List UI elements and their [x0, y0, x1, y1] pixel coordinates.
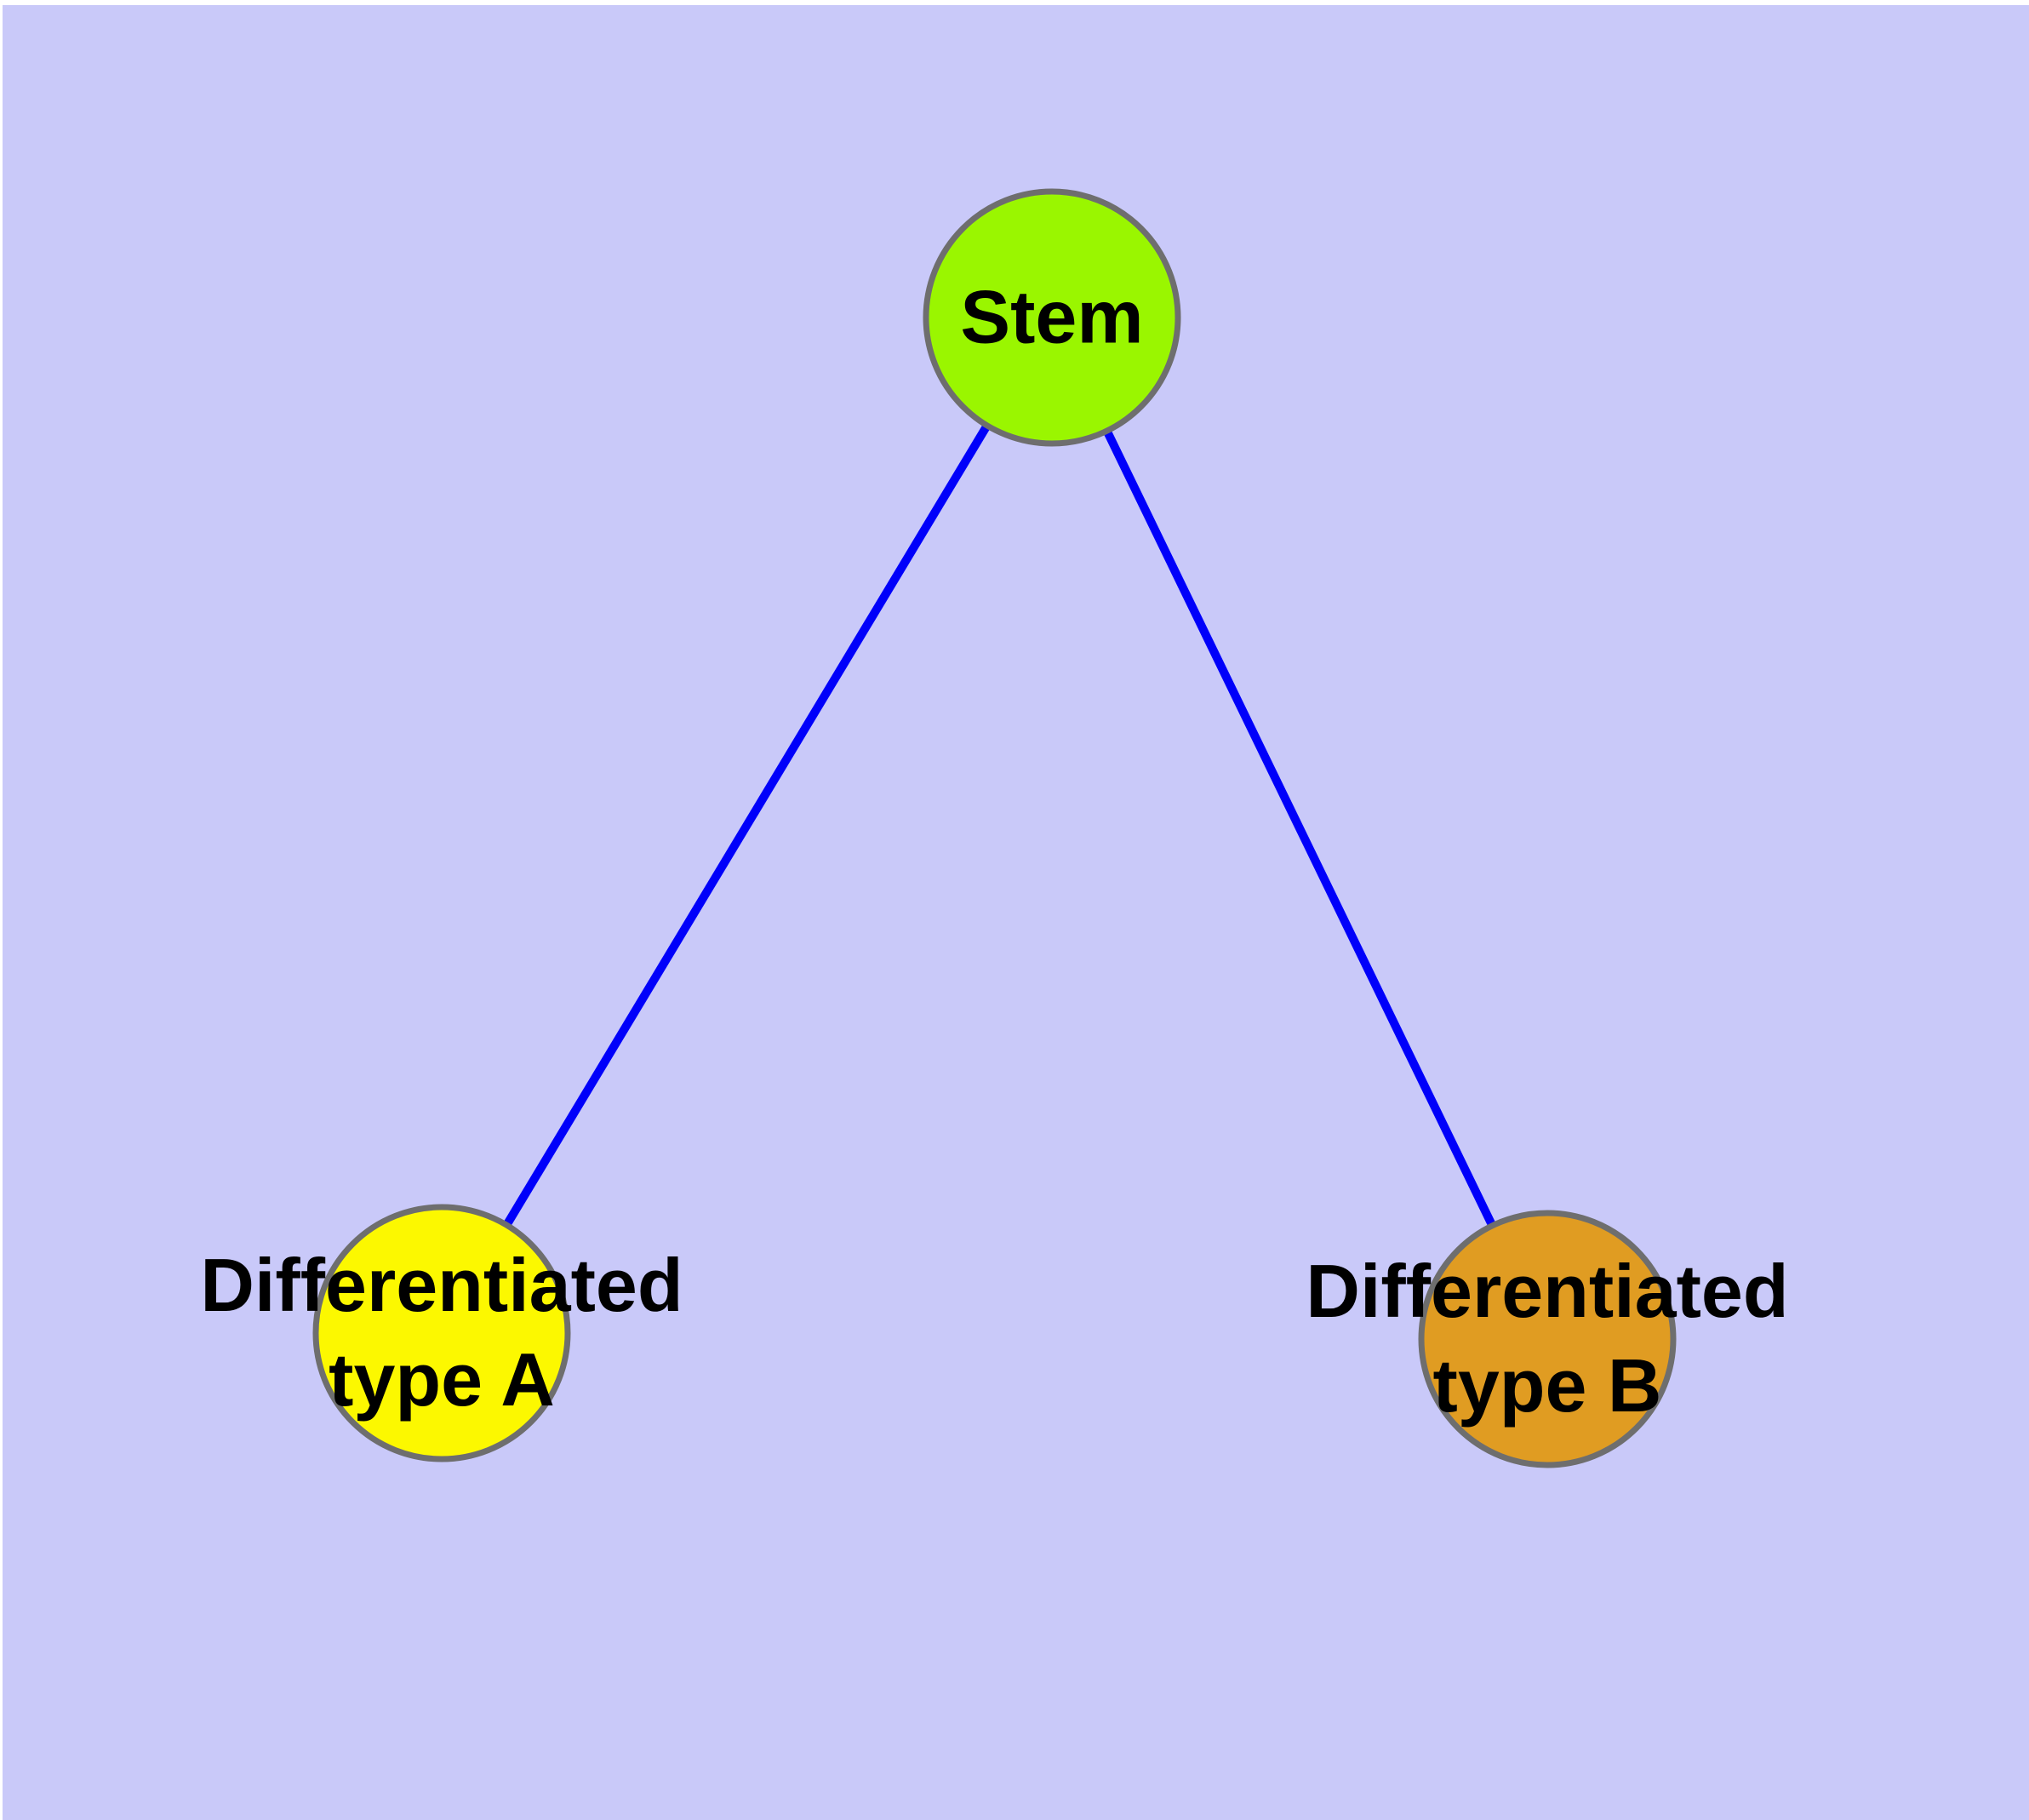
node-type-b-circle: [1418, 1210, 1677, 1468]
node-type-a-circle: [312, 1204, 571, 1462]
node-stem-circle: [923, 188, 1181, 447]
edge-stem-to-type-b: [1048, 315, 1552, 1342]
edge-stem-to-type-a: [437, 315, 1056, 1336]
